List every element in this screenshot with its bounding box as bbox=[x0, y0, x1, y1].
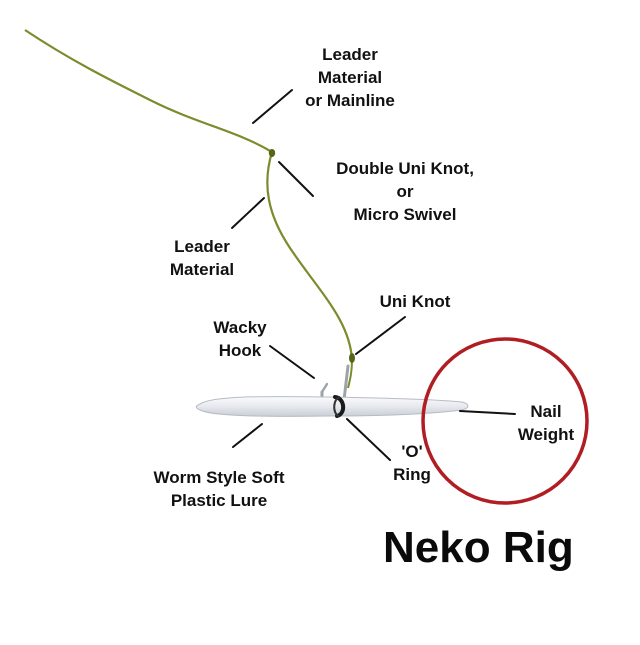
uni-knot bbox=[349, 353, 355, 363]
label-line: Weight bbox=[517, 425, 575, 444]
label-uni-knot: Uni Knot bbox=[360, 290, 470, 313]
leader-line bbox=[266, 151, 354, 361]
leader-to-hook bbox=[347, 359, 353, 389]
pointer-nail-weight bbox=[459, 410, 516, 415]
label-line: or Mainline bbox=[305, 91, 395, 110]
hook-point bbox=[320, 382, 329, 394]
label-line: Material bbox=[169, 260, 235, 279]
label-line: Double Uni Knot, bbox=[336, 159, 474, 178]
label-o-ring: 'O' Ring bbox=[382, 440, 442, 486]
label-line: Material bbox=[317, 68, 383, 87]
label-line: Worm Style Soft bbox=[153, 468, 285, 487]
worm-lure bbox=[195, 396, 469, 417]
label-wacky-hook: Wacky Hook bbox=[195, 316, 285, 362]
pointer-worm bbox=[232, 423, 263, 448]
mainline bbox=[24, 29, 273, 153]
pointer-double-uni bbox=[278, 161, 314, 197]
label-line: Micro Swivel bbox=[353, 205, 457, 224]
label-line: Nail bbox=[530, 402, 562, 421]
nail-weight-circle bbox=[421, 337, 589, 505]
pointer-leader bbox=[231, 197, 265, 229]
label-line: Uni Knot bbox=[379, 292, 451, 311]
double-uni-knot bbox=[268, 149, 276, 157]
label-line: Plastic Lure bbox=[170, 491, 268, 510]
pointer-uni-knot bbox=[355, 316, 406, 355]
page-title: Neko Rig bbox=[383, 523, 574, 572]
pointer-leader-mainline bbox=[252, 89, 293, 124]
label-double-uni-knot: Double Uni Knot, or Micro Swivel bbox=[310, 157, 500, 226]
label-line: Hook bbox=[218, 341, 262, 360]
label-nail-weight: Nail Weight bbox=[496, 400, 596, 446]
label-line: Wacky bbox=[213, 318, 267, 337]
label-worm-lure: Worm Style Soft Plastic Lure bbox=[128, 466, 310, 512]
pointer-o-ring bbox=[346, 418, 391, 461]
pointer-wacky-hook bbox=[269, 345, 315, 379]
o-ring-back bbox=[333, 396, 341, 417]
label-line: 'O' bbox=[401, 442, 423, 461]
label-leader-mainline: Leader Material or Mainline bbox=[280, 43, 420, 112]
label-line: Leader bbox=[174, 237, 230, 256]
label-leader: Leader Material bbox=[147, 235, 257, 281]
label-line: or bbox=[396, 182, 414, 201]
label-line: Leader bbox=[322, 45, 378, 64]
label-line: Ring bbox=[393, 465, 431, 484]
